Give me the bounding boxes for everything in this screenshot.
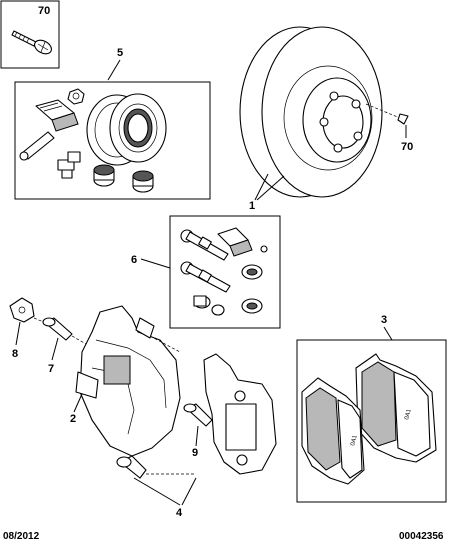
part-5-frame xyxy=(14,81,211,200)
callout-70-disc: 70 xyxy=(401,141,413,153)
bush-small-icon xyxy=(211,304,225,316)
callout-8: 8 xyxy=(12,348,18,360)
hex-nut-icon xyxy=(67,88,85,105)
part-70-screw-box: 70 xyxy=(0,0,60,69)
callout-3: 3 xyxy=(381,314,387,326)
hub-nut-left-icon xyxy=(93,164,115,187)
part-3-brake-pads: 3 0A1 0A1 xyxy=(296,314,447,503)
footer-date: 08/2012 xyxy=(3,531,40,542)
pad-rear-pair-icon: 0A1 xyxy=(355,353,437,463)
part-6-guide-pin-kit: 6 xyxy=(131,215,281,329)
footer-reference: 00042356 xyxy=(399,531,444,542)
part-7-bleed-screw: 7 xyxy=(42,317,87,375)
callout-7: 7 xyxy=(48,363,54,375)
screw-icon xyxy=(11,30,52,55)
callout-9: 9 xyxy=(192,447,198,459)
small-ring-icon xyxy=(260,245,268,253)
disc-screw-70: 70 xyxy=(365,103,413,153)
part-2-caliper: 2 xyxy=(70,305,181,457)
caliper-piston-window xyxy=(103,355,131,385)
guide-pin-upper-icon xyxy=(180,229,229,261)
part-5-bearing-kit: 5 xyxy=(14,47,211,200)
bush-icon xyxy=(193,295,211,309)
small-screw-icon xyxy=(397,113,409,125)
carrier-window xyxy=(225,403,257,451)
retaining-clip-icon xyxy=(19,131,55,161)
part-8-clip: 8 xyxy=(9,297,47,360)
clip-icon xyxy=(9,297,35,323)
part-1-brake-disc: 1 xyxy=(239,26,383,212)
part-3-frame xyxy=(296,339,447,503)
hub-nut-right-icon xyxy=(132,170,154,193)
part-70-frame xyxy=(0,0,60,69)
callout-70-top: 70 xyxy=(38,5,50,17)
part-6-frame xyxy=(169,215,281,329)
grease-tube-icon xyxy=(35,99,79,132)
pad-front-pair-icon: 0A1 xyxy=(301,377,365,485)
caliper-carrier-bracket xyxy=(203,353,277,475)
dust-boot-lower-icon xyxy=(241,298,263,314)
pad-marking-front: 0A1 xyxy=(350,434,359,447)
callout-6: 6 xyxy=(131,254,137,266)
part-4-mounting-bolts: 4 xyxy=(116,455,197,519)
grease-sachet-icon xyxy=(217,227,253,257)
guide-pin-lower-icon xyxy=(180,261,231,293)
callout-4: 4 xyxy=(176,507,183,519)
callout-2: 2 xyxy=(70,413,76,425)
callout-1: 1 xyxy=(249,200,255,212)
wheel-bearing-icon xyxy=(86,93,167,166)
abs-sensor-icon xyxy=(57,151,81,179)
part-9-carrier-bolt: 9 xyxy=(183,403,213,459)
dust-boot-upper-icon xyxy=(241,264,263,280)
pad-marking-rear: 0A1 xyxy=(404,408,413,421)
callout-5: 5 xyxy=(117,47,123,59)
